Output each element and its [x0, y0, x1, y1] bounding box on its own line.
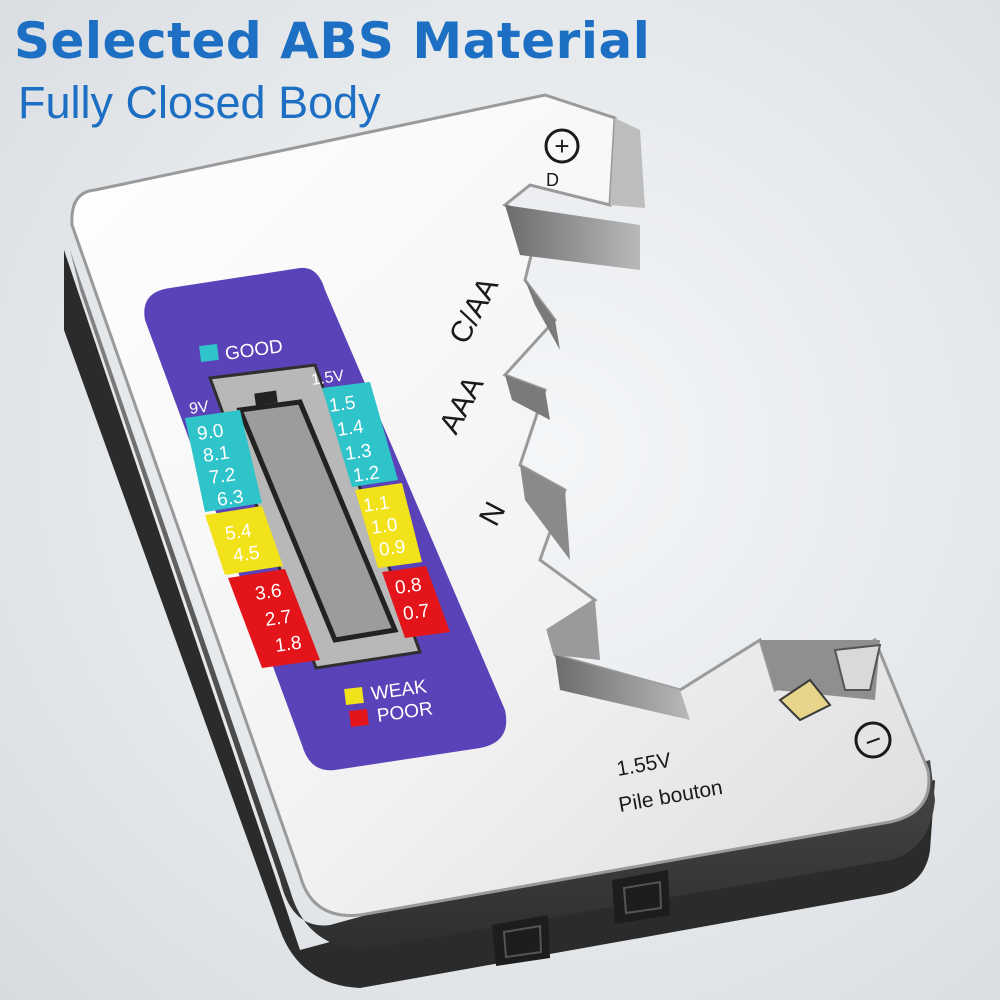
scale-15v-value: 0.9	[378, 536, 407, 560]
scale-15v-value: 0.7	[402, 600, 431, 624]
scale-9v-value: 8.1	[202, 442, 231, 466]
scale-15v-value: 1.0	[370, 514, 399, 538]
scale-15v-label: 1.5V	[310, 368, 345, 389]
positive-terminal-icon: +	[544, 128, 580, 164]
scale-9v-value: 6.3	[216, 486, 245, 510]
slot-label-d: D	[546, 170, 559, 190]
scale-9v-values: 9.0 8.1 7.2 6.3 5.4 4.5 3.6 2.7 1.8	[196, 420, 303, 656]
indicator-panel	[144, 267, 507, 771]
good-swatch	[199, 343, 219, 363]
headline-title: Selected ABS Material	[14, 12, 651, 70]
scale-15v-value: 1.4	[336, 416, 366, 441]
scale-15v-value: 1.2	[352, 462, 381, 486]
scale-9v-value: 9.0	[196, 420, 225, 444]
scale-15v-value: 1.5	[328, 392, 357, 416]
scale-15v-value: 1.3	[344, 440, 373, 464]
scale-9v-label: 9V	[188, 398, 210, 418]
scale-9v-value: 5.4	[224, 520, 254, 545]
scale-9v-value: 7.2	[208, 464, 237, 488]
poor-swatch	[349, 708, 369, 728]
battery-slot-walls	[505, 118, 882, 722]
scale-9v-value: 2.7	[264, 606, 293, 630]
weak-swatch	[344, 686, 364, 706]
bottom-contact-ports	[492, 870, 670, 966]
scale-9v-value: 3.6	[254, 580, 283, 604]
svg-text:+: +	[554, 131, 569, 161]
scale-9v-value: 4.5	[232, 542, 261, 566]
scale-15v-value: 1.1	[362, 492, 391, 516]
scale-9v-value: 1.8	[274, 632, 303, 656]
headline-subtitle: Fully Closed Body	[18, 77, 381, 128]
device-face	[70, 93, 931, 917]
scale-15v-values: 1.5 1.4 1.3 1.2 1.1 1.0 0.9 0.8 0.7	[328, 392, 431, 624]
scale-15v-value: 0.8	[394, 574, 423, 598]
